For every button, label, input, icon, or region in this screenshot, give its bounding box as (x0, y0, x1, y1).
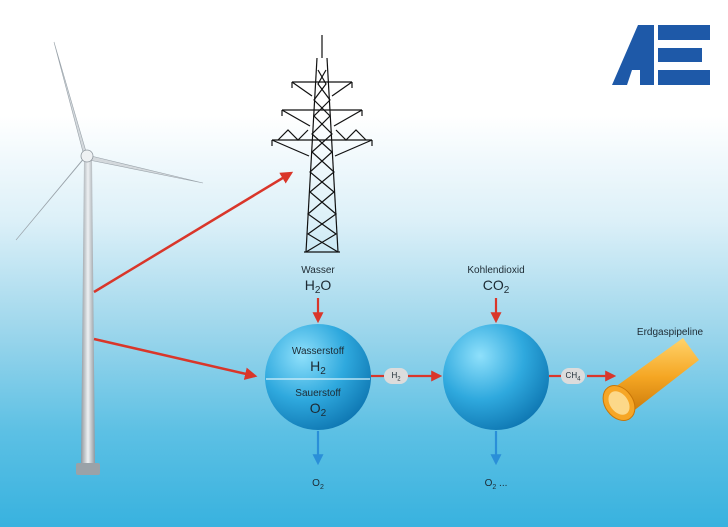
pipeline-label: Erdgaspipeline (636, 327, 704, 338)
wind-turbine-icon (15, 41, 204, 475)
electrolyzer-sphere (265, 324, 371, 430)
water-formula: H2O (304, 277, 332, 296)
hydrogen-formula: H2 (310, 358, 326, 377)
oxygen-label: Sauerstoff (295, 388, 341, 399)
arrow-turbine-to-electrolyzer (93, 337, 258, 380)
power-pylon-icon (271, 35, 373, 253)
arrow-turbine-to-pylon (93, 171, 294, 294)
oxygen-formula: O2 (309, 400, 327, 419)
co2-label: Kohlendioxid (467, 265, 525, 276)
pipeline-icon (602, 338, 699, 421)
ae-logo-icon (612, 25, 710, 85)
water-label: Wasser (301, 265, 335, 276)
o2-output-right: O2 ... (484, 478, 508, 491)
ch4-pill: CH4 (561, 368, 585, 384)
methanation-sphere (443, 324, 549, 430)
co2-formula: CO2 (482, 277, 510, 296)
h2-pill: H2 (384, 368, 408, 384)
o2-output-left: O2 (312, 478, 324, 491)
hydrogen-label: Wasserstoff (291, 346, 345, 357)
